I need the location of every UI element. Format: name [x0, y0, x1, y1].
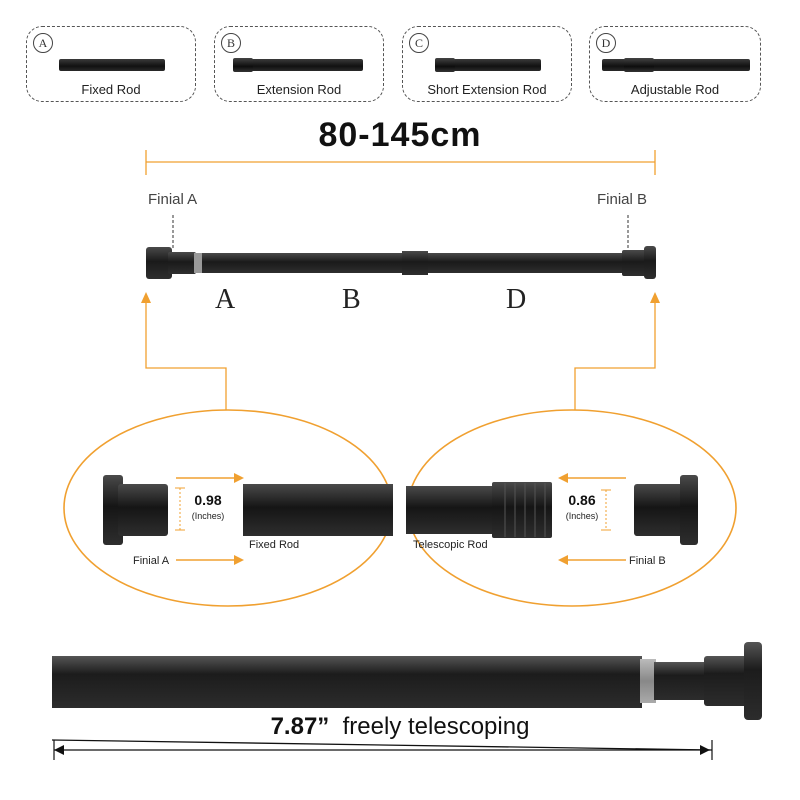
- part-label: Fixed Rod: [81, 82, 141, 97]
- finial-b-label: Finial B: [597, 191, 648, 208]
- part-letter-badge: D: [596, 33, 616, 53]
- fixed-rod-detail-label: Fixed Rod: [249, 539, 300, 551]
- part-label: Short Extension Rod: [427, 82, 547, 97]
- extension-rod-image: [233, 58, 363, 72]
- rod-section-label-a: A: [215, 284, 236, 315]
- part-label: Extension Rod: [256, 82, 342, 97]
- part-card-b: B Extension Rod: [214, 26, 384, 102]
- finial-b-detail-label: Finial B: [629, 555, 666, 567]
- part-label: Adjustable Rod: [630, 82, 720, 97]
- telescoping-value: 7.87”: [270, 713, 330, 740]
- finial-b-diameter-value: 0.86: [568, 492, 596, 508]
- part-card-d: D Adjustable Rod: [589, 26, 761, 102]
- finial-a-diameter-value: 0.98: [194, 492, 222, 508]
- short-extension-rod-image: [435, 58, 541, 72]
- telescoping-caption: 7.87” freely telescoping: [0, 713, 800, 741]
- rod-section-label-d: D: [506, 284, 527, 315]
- adjustable-rod-image: [602, 58, 750, 72]
- finial-b-diameter-unit: (Inches): [565, 511, 599, 521]
- finial-a-label: Finial A: [148, 191, 198, 208]
- telescopic-rod-detail-label: Telescopic Rod: [413, 539, 488, 551]
- part-letter-badge: C: [409, 33, 429, 53]
- finial-a-detail-label: Finial A: [133, 555, 170, 567]
- fixed-rod-image: [59, 59, 165, 71]
- part-letter-badge: A: [33, 33, 53, 53]
- length-range-title: 80-145cm: [318, 116, 482, 154]
- part-card-c: C Short Extension Rod: [402, 26, 572, 102]
- finial-a-diameter-unit: (Inches): [191, 511, 225, 521]
- part-letter-badge: B: [221, 33, 241, 53]
- part-card-a: A Fixed Rod: [26, 26, 196, 102]
- telescoping-text: freely telescoping: [342, 713, 530, 740]
- rod-section-label-b: B: [342, 284, 361, 315]
